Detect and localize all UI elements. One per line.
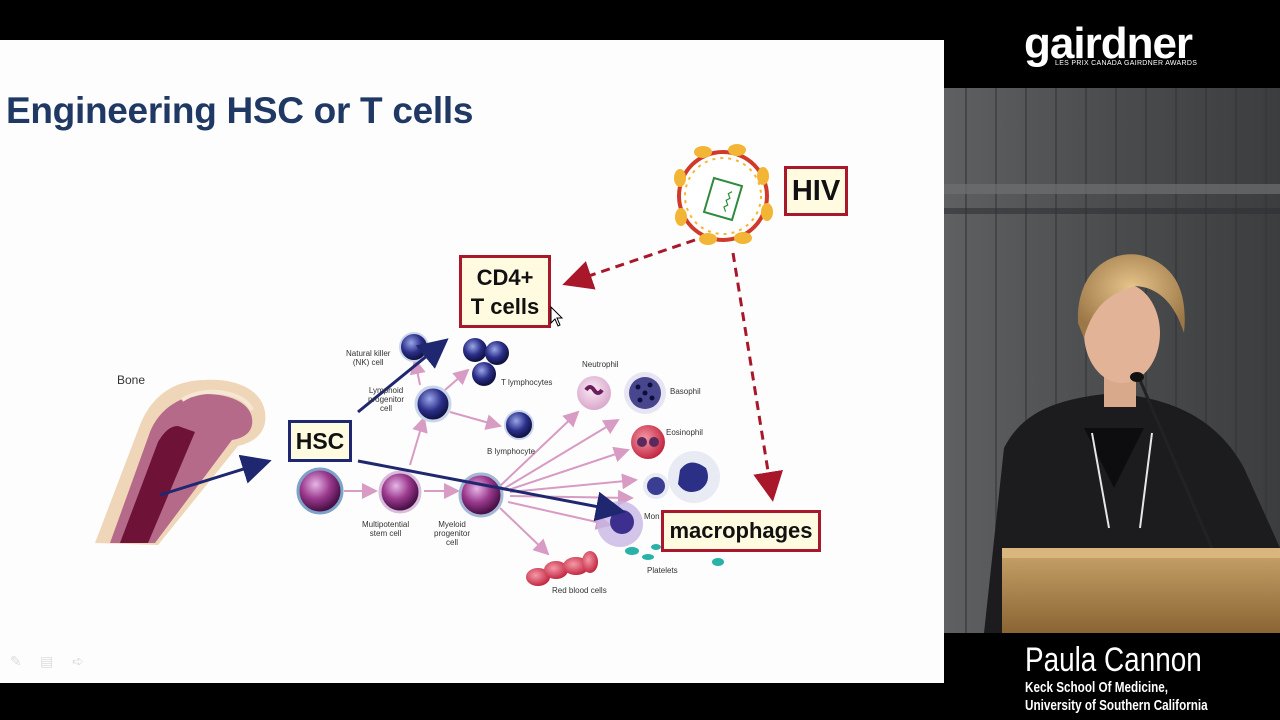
next-slide-icon[interactable]: ➪ — [72, 653, 84, 669]
hsc-box: HSC — [288, 420, 352, 462]
b-lymphocyte-label: B lymphocyte — [487, 447, 536, 456]
hematopoiesis-diagram — [95, 144, 784, 586]
macrophages-label: macrophages — [669, 518, 813, 543]
t-lymphocytes-label: T lymphocytes — [501, 378, 553, 387]
platelets-label: Platelets — [647, 566, 678, 575]
basophil-label: Basophil — [670, 387, 701, 396]
cd4-label-line2: T cells — [470, 294, 540, 319]
cd4-t-cells-box: CD4+ T cells — [459, 255, 551, 328]
speaker-video-frame — [944, 88, 1280, 633]
hiv-to-macrophages-arrow — [731, 252, 784, 502]
nk-cell-label: Natural killer(NK) cell — [346, 349, 391, 367]
hiv-virus-illustration — [674, 144, 773, 245]
blood-cells — [296, 332, 724, 586]
neutrophil-label: Neutrophil — [582, 360, 619, 369]
bone-to-hsc-arrow — [159, 454, 272, 497]
speaker-video — [944, 88, 1280, 633]
mouse-cursor-icon — [550, 306, 564, 327]
monocyte-label: Mon — [644, 512, 660, 521]
cd4-label-line1: CD4+ — [476, 265, 534, 290]
gairdner-tagline: LES PRIX CANADA GAIRDNER AWARDS — [1055, 60, 1198, 67]
speaker-name: Paula Cannon — [1025, 641, 1202, 679]
hiv-label: HIV — [791, 175, 841, 207]
hsc-to-macrophages-arrow — [357, 459, 626, 522]
hiv-to-cd4-arrow — [562, 238, 696, 290]
speaker-affiliation-line2: University of Southern California — [1025, 697, 1208, 714]
pen-tool-icon[interactable]: ✎ — [10, 653, 22, 669]
slide-title: Engineering HSC or T cells — [6, 90, 474, 131]
presentation-slide: Engineering HSC or T cells — [0, 40, 944, 683]
eosinophil-label: Eosinophil — [666, 428, 703, 437]
speaker-affiliation-line1: Keck School Of Medicine, — [1025, 679, 1169, 696]
slide-menu-icon[interactable]: ▤ — [40, 653, 54, 669]
hsc-label: HSC — [295, 428, 345, 454]
red-blood-cells-label: Red blood cells — [552, 586, 607, 595]
hsc-to-cd4-arrow — [357, 338, 449, 414]
gairdner-logo: gairdner — [1024, 19, 1193, 68]
macrophages-box: macrophages — [661, 510, 821, 552]
hiv-box: HIV — [784, 166, 848, 216]
bone-illustration — [95, 379, 266, 545]
bone-label: Bone — [117, 373, 146, 387]
